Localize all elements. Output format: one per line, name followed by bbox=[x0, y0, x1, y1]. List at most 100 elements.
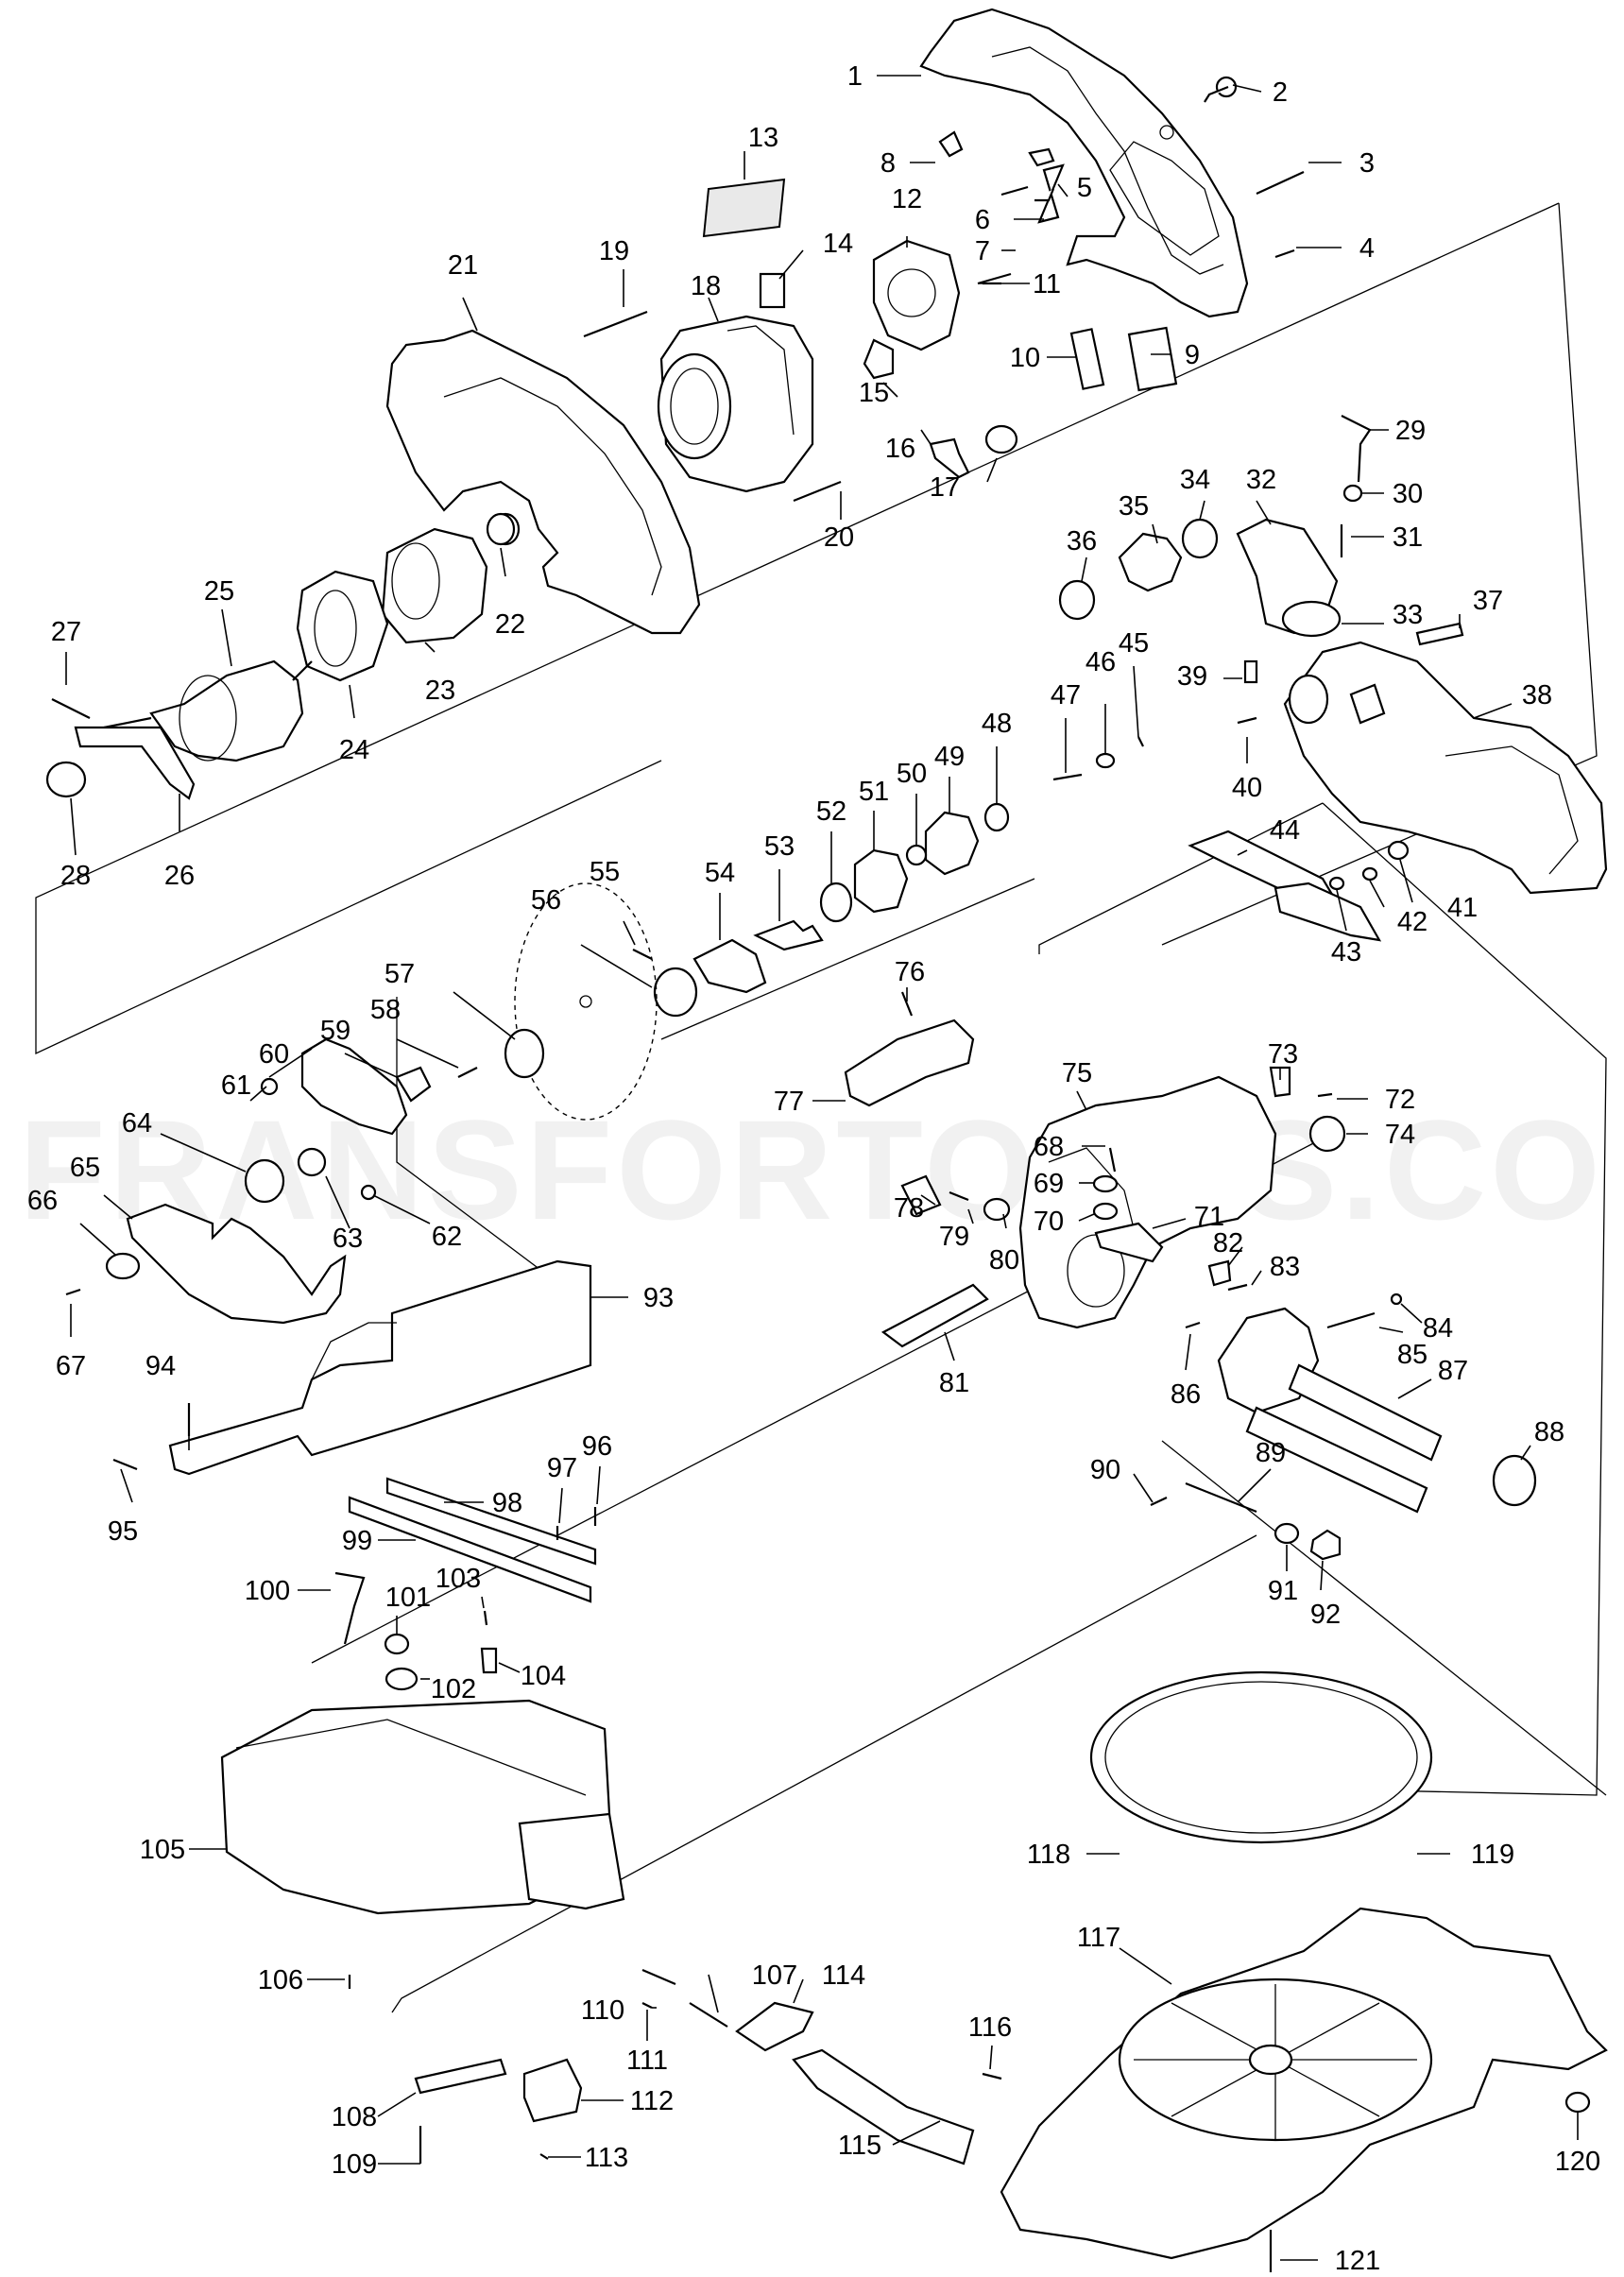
part-label-4: 4 bbox=[1359, 233, 1375, 264]
part-label-120: 120 bbox=[1555, 2147, 1600, 2177]
part-label-21: 21 bbox=[448, 250, 478, 281]
part-label-84: 84 bbox=[1423, 1313, 1453, 1344]
part-label-69: 69 bbox=[1034, 1169, 1064, 1199]
grip-115 bbox=[792, 2048, 975, 2166]
part-label-91: 91 bbox=[1268, 1576, 1298, 1606]
bolt-76 bbox=[900, 991, 914, 1017]
sub-fence-99 bbox=[348, 1496, 592, 1603]
part-label-50: 50 bbox=[897, 759, 927, 789]
armature bbox=[103, 659, 313, 762]
rod-89 bbox=[1185, 1481, 1257, 1514]
bearing-left bbox=[45, 761, 87, 798]
part-label-42: 42 bbox=[1397, 907, 1427, 937]
part-label-97: 97 bbox=[547, 1453, 577, 1483]
bolt-68 bbox=[1108, 1147, 1117, 1173]
part-label-34: 34 bbox=[1180, 465, 1210, 495]
lock-plate-114 bbox=[735, 2001, 814, 2052]
scale-ring bbox=[1089, 1670, 1433, 1844]
part-label-70: 70 bbox=[1034, 1207, 1064, 1237]
screw-61 bbox=[260, 1077, 279, 1096]
part-label-99: 99 bbox=[342, 1526, 372, 1556]
cover-plate bbox=[300, 1037, 408, 1136]
part-label-52: 52 bbox=[816, 796, 846, 827]
wing-bolt bbox=[1341, 415, 1372, 483]
spring-79 bbox=[949, 1190, 969, 1202]
part-label-76: 76 bbox=[895, 957, 925, 987]
part-label-80: 80 bbox=[989, 1245, 1019, 1275]
ring-70 bbox=[1092, 1202, 1119, 1221]
saw-blade bbox=[514, 882, 658, 1121]
holder-63 bbox=[297, 1147, 327, 1177]
blade-case bbox=[1283, 641, 1608, 895]
washer-80 bbox=[983, 1197, 1011, 1222]
washer-66 bbox=[105, 1252, 141, 1280]
part-label-113: 113 bbox=[585, 2143, 628, 2173]
bearing-52 bbox=[819, 882, 853, 923]
part-label-67: 67 bbox=[56, 1351, 86, 1381]
part-label-8: 8 bbox=[880, 148, 896, 179]
part-label-114: 114 bbox=[822, 1960, 865, 1991]
pin-90 bbox=[1150, 1497, 1168, 1506]
plate-73 bbox=[1269, 1066, 1291, 1098]
part-label-60: 60 bbox=[259, 1039, 289, 1070]
part-label-20: 20 bbox=[824, 522, 854, 553]
spindle bbox=[753, 919, 824, 951]
bolt-85 bbox=[1326, 1311, 1376, 1329]
bolt-58 bbox=[457, 1067, 478, 1078]
roller-64 bbox=[244, 1158, 285, 1204]
set-screw bbox=[1243, 659, 1258, 684]
part-label-112: 112 bbox=[630, 2086, 674, 2116]
part-label-22: 22 bbox=[495, 609, 525, 640]
part-label-116: 116 bbox=[968, 2012, 1012, 2043]
sub-fence-98 bbox=[385, 1477, 597, 1566]
screw-72 bbox=[1317, 1092, 1333, 1098]
part-label-7: 7 bbox=[975, 236, 990, 266]
part-label-51: 51 bbox=[859, 777, 889, 807]
stopper-82 bbox=[1207, 1259, 1232, 1287]
part-label-26: 26 bbox=[164, 861, 195, 891]
spring-holder bbox=[844, 1019, 975, 1107]
plate-59 bbox=[395, 1066, 432, 1103]
part-label-90: 90 bbox=[1090, 1455, 1120, 1485]
washer-41 bbox=[1387, 840, 1410, 861]
part-label-79: 79 bbox=[939, 1222, 969, 1252]
part-label-46: 46 bbox=[1086, 647, 1116, 677]
screw bbox=[793, 480, 842, 503]
part-label-59: 59 bbox=[320, 1016, 350, 1046]
part-label-53: 53 bbox=[764, 831, 795, 862]
part-label-118: 118 bbox=[1027, 1840, 1070, 1870]
pin-81 bbox=[880, 1283, 989, 1348]
part-label-45: 45 bbox=[1119, 628, 1149, 659]
part-label-49: 49 bbox=[934, 742, 965, 772]
washer-69 bbox=[1092, 1174, 1119, 1193]
turn-base bbox=[220, 1699, 625, 1915]
motor-housing bbox=[657, 315, 814, 493]
nut-120 bbox=[1564, 2091, 1591, 2114]
part-label-88: 88 bbox=[1534, 1417, 1564, 1447]
part-label-102: 102 bbox=[431, 1674, 476, 1704]
base bbox=[1000, 1907, 1608, 2260]
fan-baffle-plate bbox=[74, 726, 196, 800]
part-label-16: 16 bbox=[885, 434, 915, 464]
part-label-82: 82 bbox=[1213, 1228, 1243, 1258]
part-label-55: 55 bbox=[590, 857, 620, 887]
part-label-95: 95 bbox=[108, 1516, 138, 1547]
part-label-115: 115 bbox=[838, 2131, 881, 2161]
outer-flange bbox=[504, 1028, 545, 1079]
part-label-85: 85 bbox=[1397, 1340, 1427, 1370]
part-label-10: 10 bbox=[1010, 343, 1040, 373]
part-label-96: 96 bbox=[582, 1431, 612, 1462]
bolt-55 bbox=[632, 949, 653, 960]
part-label-23: 23 bbox=[425, 676, 455, 706]
washer-102 bbox=[385, 1667, 419, 1691]
part-label-117: 117 bbox=[1077, 1923, 1120, 1953]
part-label-77: 77 bbox=[774, 1087, 804, 1117]
bearing-retainer bbox=[853, 848, 909, 914]
bracket-112 bbox=[522, 2058, 583, 2123]
part-label-56: 56 bbox=[531, 885, 561, 916]
part-label-110: 110 bbox=[581, 1995, 624, 2026]
screw-113 bbox=[539, 2153, 549, 2160]
part-label-33: 33 bbox=[1393, 600, 1423, 630]
part-label-74: 74 bbox=[1385, 1120, 1415, 1150]
brush-cap-bolt bbox=[929, 437, 970, 479]
